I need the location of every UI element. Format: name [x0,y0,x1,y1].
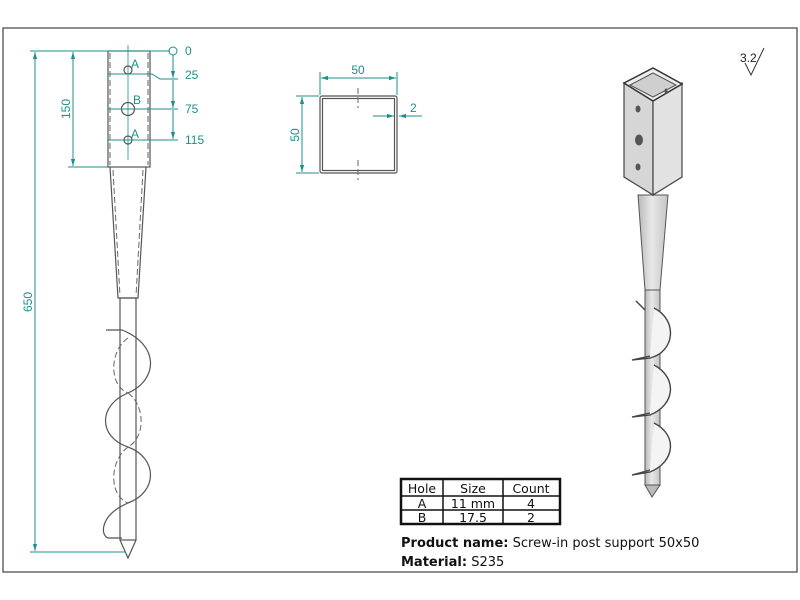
dim-section-height: 50 [288,128,302,142]
table-header: Count [512,481,549,496]
hole-table: Hole Size Count A 11 mm 4 B 17.5 2 [399,477,562,526]
helix-3d [631,300,672,476]
table-cell: 4 [527,496,535,511]
section-view: 50 50 2 [288,63,422,180]
table-cell: 17.5 [459,510,487,525]
dim-section-width: 50 [351,63,365,77]
drawing-frame [2,27,798,573]
hole-label: A [131,57,139,71]
ordinate-0: 0 [185,44,192,58]
hole-label: B [133,93,141,107]
isometric-view [622,67,684,498]
hole-label: A [131,127,139,141]
surface-roughness-symbol: 3.2 [740,47,765,77]
svg-text:3.2: 3.2 [740,51,757,65]
product-name-line: Product name: Screw-in post support 50x5… [401,536,699,551]
side-view: A B A 650 150 0 25 75 115 [21,44,204,560]
table-header: Size [460,481,486,496]
ordinate-115: 115 [185,133,204,147]
ordinate-75: 75 [185,102,199,116]
table-cell: B [418,510,427,525]
material-line: Material: S235 [401,555,504,570]
table-header: Hole [408,481,437,496]
helix [102,329,152,539]
dim-head-length: 150 [59,99,73,119]
table-cell: 11 mm [451,496,495,511]
dim-total-length: 650 [21,292,35,312]
ordinate-25: 25 [185,68,199,82]
table-cell: 2 [527,510,535,525]
table-cell: A [418,496,427,511]
dim-wall-thickness: 2 [410,101,417,115]
